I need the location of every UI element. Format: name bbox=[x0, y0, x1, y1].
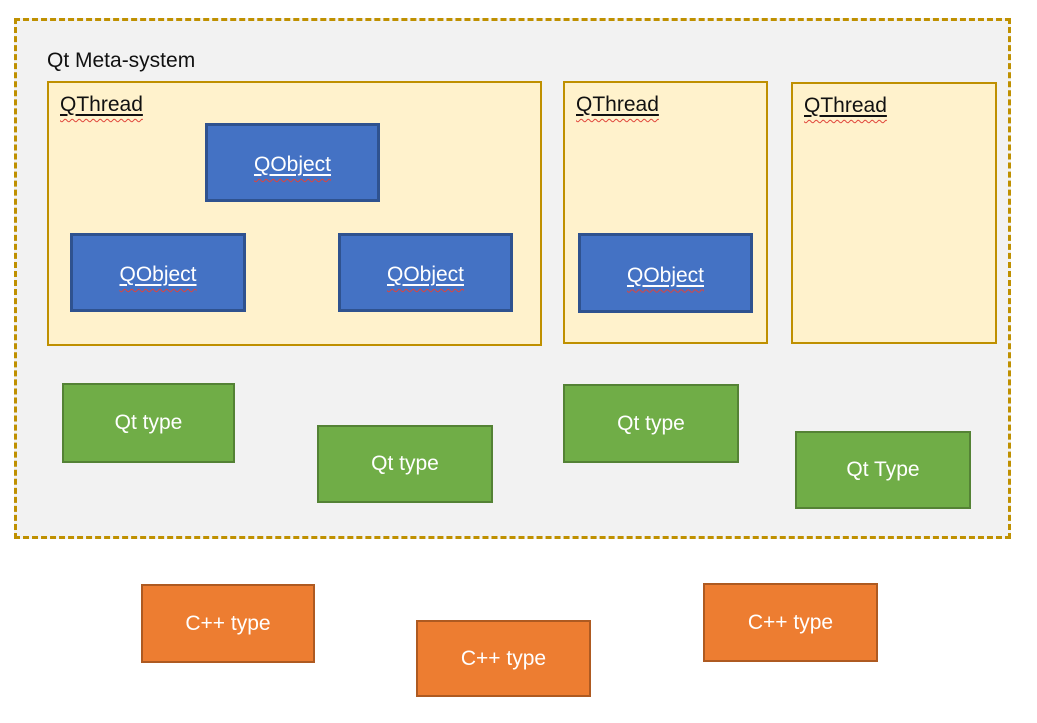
cpp-type-label: C++ type bbox=[460, 646, 547, 670]
qthread-label: QThread bbox=[804, 93, 887, 119]
qobject-box-4: QObject bbox=[578, 233, 753, 313]
spellcheck-underline: QObject bbox=[253, 153, 332, 176]
spellcheck-underline: QThread bbox=[804, 94, 887, 117]
cpp-type-label: C++ type bbox=[185, 611, 271, 635]
qt-type-box-2: Qt type bbox=[317, 425, 493, 503]
spellcheck-underline: QObject bbox=[626, 263, 705, 287]
cpp-type-box-1: C++ type bbox=[141, 584, 315, 663]
spellcheck-underline: QObject bbox=[119, 263, 197, 286]
qthread-box-3: QThread bbox=[791, 82, 997, 344]
spellcheck-underline: QObject bbox=[386, 263, 465, 286]
cpp-type-box-2: C++ type bbox=[416, 620, 591, 697]
qthread-label: QThread bbox=[576, 92, 659, 118]
qt-type-box-1: Qt type bbox=[62, 383, 235, 463]
qt-type-label: Qt type bbox=[371, 452, 439, 475]
qthread-label: QThread bbox=[60, 92, 143, 118]
qt-type-label: Qt type bbox=[114, 411, 183, 434]
qt-type-label: Qt type bbox=[617, 411, 685, 435]
qt-type-box-3: Qt type bbox=[563, 384, 739, 463]
qt-type-label: Qt Type bbox=[846, 458, 920, 481]
cpp-type-label: C++ type bbox=[747, 610, 834, 634]
qobject-box-2: QObject bbox=[70, 233, 246, 312]
cpp-type-box-3: C++ type bbox=[703, 583, 878, 662]
qt-meta-system-title: Qt Meta-system bbox=[47, 49, 196, 72]
spellcheck-underline: QThread bbox=[576, 93, 659, 116]
qobject-box-3: QObject bbox=[338, 233, 513, 312]
qt-type-box-4: Qt Type bbox=[795, 431, 971, 509]
qobject-box-1: QObject bbox=[205, 123, 380, 202]
spellcheck-underline: QThread bbox=[60, 93, 143, 116]
